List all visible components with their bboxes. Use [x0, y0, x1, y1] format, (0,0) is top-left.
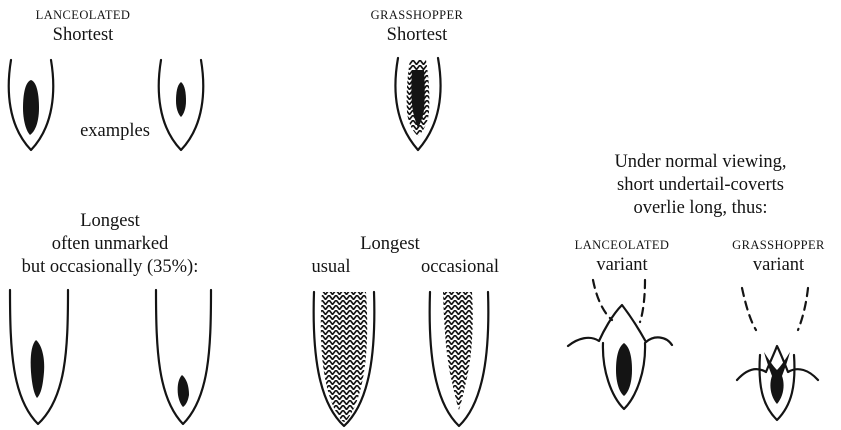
feather-grasshopper-shortest — [395, 58, 440, 150]
feather-lanceolated-longest-1 — [10, 290, 68, 424]
feather-lanceolated-shortest-1 — [9, 60, 53, 150]
feather-grasshopper-variant — [737, 288, 818, 420]
feather-lanceolated-variant — [568, 280, 672, 409]
feather-grasshopper-longest-usual — [314, 292, 375, 426]
feather-lanceolated-longest-2 — [156, 290, 211, 424]
feather-grasshopper-longest-occasional — [430, 292, 489, 426]
feather-lanceolated-shortest-2 — [159, 60, 203, 150]
